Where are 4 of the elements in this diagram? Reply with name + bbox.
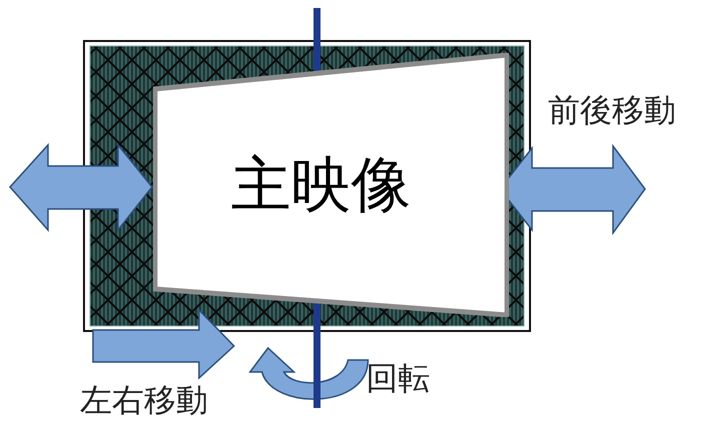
screen-title: 主映像 <box>231 155 411 215</box>
motion-label: 前後移動 <box>548 94 676 126</box>
motion-label: 左右移動 <box>80 384 208 416</box>
motion-label: 回転 <box>366 362 430 394</box>
